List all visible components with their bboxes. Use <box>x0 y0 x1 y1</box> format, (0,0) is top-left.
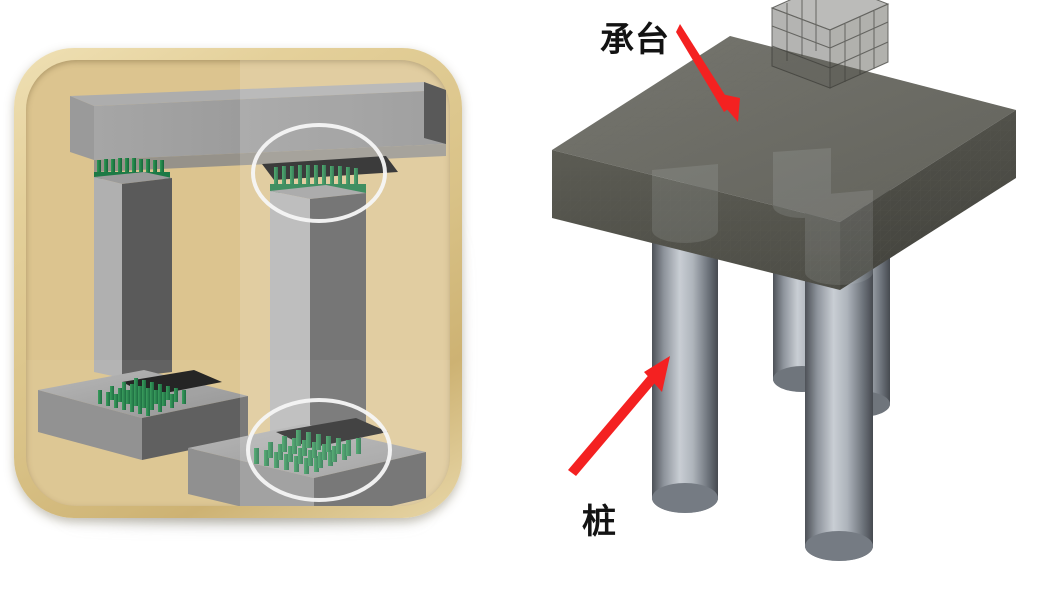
arrow-to-cap <box>676 24 740 122</box>
left-illustration-panel <box>14 48 468 528</box>
arrow-to-pile <box>568 356 670 476</box>
column-stub-wireframe <box>770 0 890 89</box>
right-foundation-rebar <box>254 430 361 474</box>
pile-cap-label: 承台 <box>600 20 670 60</box>
pile-label: 桩 <box>582 502 617 542</box>
top-connection-highlight <box>251 123 387 223</box>
bottom-connection-highlight <box>246 398 392 502</box>
cap-pile-ghost <box>652 148 873 285</box>
left-column <box>94 158 172 378</box>
left-foundation-rebar <box>98 378 186 416</box>
pile-cap <box>552 36 1016 290</box>
right-model-panel: 承台 桩 <box>540 0 1038 615</box>
pile-front-right <box>805 205 873 561</box>
precast-connection-scene <box>26 60 450 506</box>
card-background <box>26 60 450 506</box>
center-column <box>270 165 366 442</box>
card-frame <box>14 48 462 518</box>
left-foundation <box>38 370 248 460</box>
pile-group <box>652 170 890 561</box>
pile-front-left <box>652 180 718 513</box>
